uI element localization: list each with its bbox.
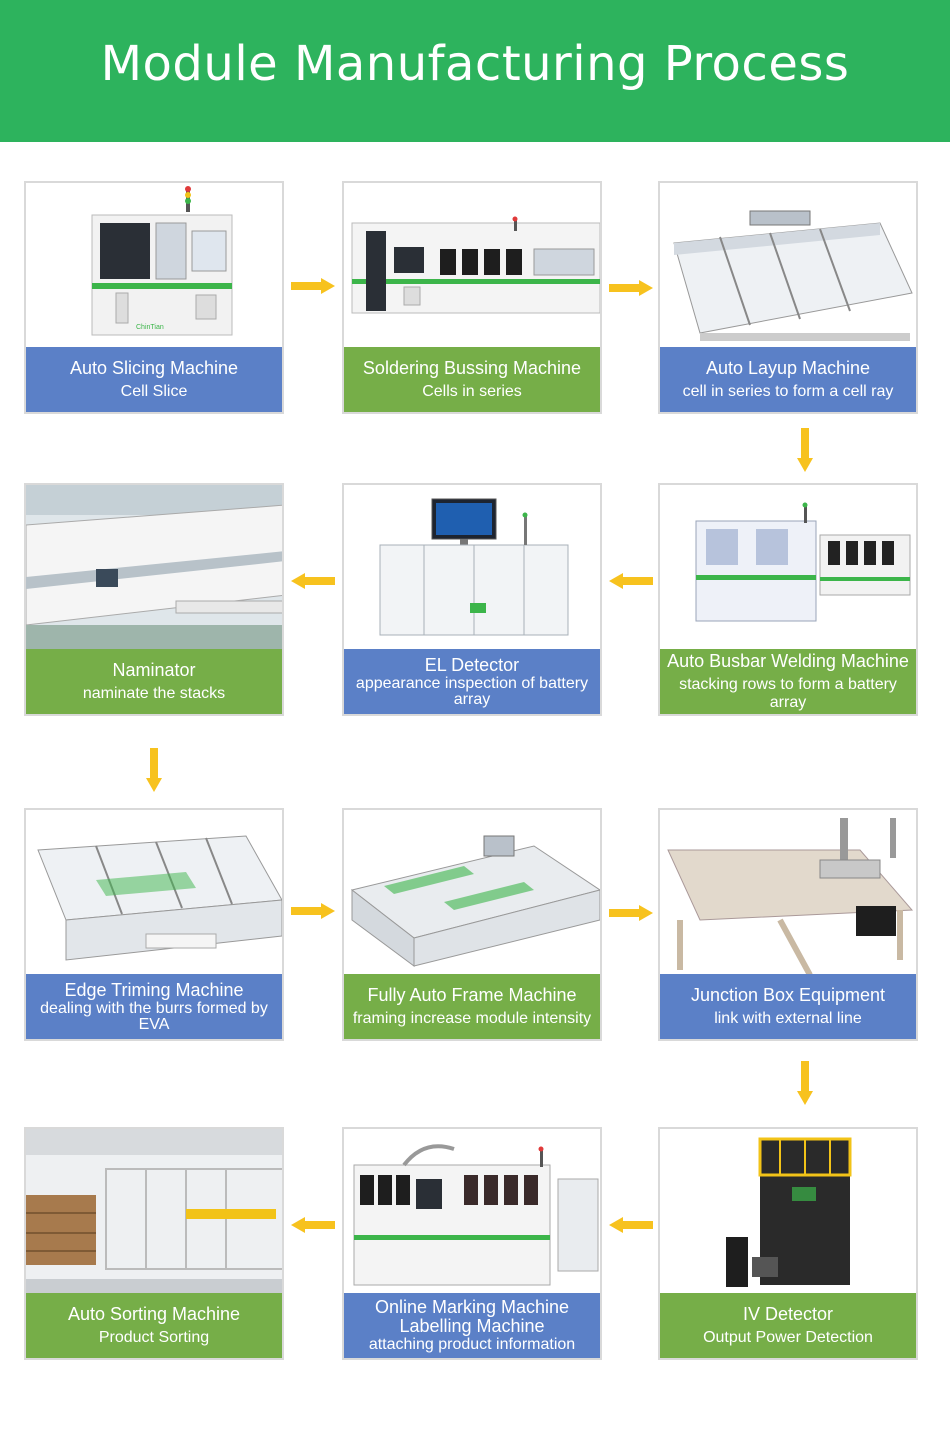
busbar-welding-machine-photo <box>660 485 916 653</box>
step-card-auto-slicing: ChinTian Auto Slicing Machine Cell Slice <box>24 181 284 414</box>
step-card-junction-box: Junction Box Equipment link with externa… <box>658 808 918 1041</box>
arrow-right-icon <box>291 278 335 294</box>
step-card-iv-detector: IV Detector Output Power Detection <box>658 1127 918 1360</box>
step-card-naminator: Naminator naminate the stacks <box>24 483 284 716</box>
step-label: Edge Triming Machine dealing with the bu… <box>26 974 282 1039</box>
step-name: Edge Triming Machine <box>64 979 244 1000</box>
page-title: Module Manufacturing Process <box>100 36 850 92</box>
step-name: Auto Busbar Welding Machine <box>667 651 909 671</box>
step-desc: dealing with the burrs formed by EVA <box>40 999 268 1033</box>
step-name: Auto Sorting Machine <box>67 1304 241 1324</box>
machine-logo: ChinTian <box>136 324 164 331</box>
step-card-edge-triming: Edge Triming Machine dealing with the bu… <box>24 808 284 1041</box>
step-desc: Output Power Detection <box>703 1329 873 1346</box>
step-name: Naminator <box>112 660 196 680</box>
step-desc: cell in series to form a cell ray <box>682 383 894 400</box>
step-card-auto-layup: Auto Layup Machine cell in series to for… <box>658 181 918 414</box>
step-desc: attaching product information <box>368 1336 576 1353</box>
step-label: Online Marking Machine Labelling Machine… <box>344 1293 600 1358</box>
edge-trimming-machine-photo <box>26 810 282 978</box>
slicing-machine-photo: ChinTian <box>26 183 282 351</box>
step-name: IV Detector <box>742 1304 834 1324</box>
laminator-photo <box>26 485 282 653</box>
step-desc: framing increase module intensity <box>352 1010 592 1027</box>
soldering-machine-photo <box>344 183 600 351</box>
arrow-left-icon <box>609 1217 653 1233</box>
step-label: Fully Auto Frame Machine framing increas… <box>344 974 600 1039</box>
junction-box-equipment-photo <box>660 810 916 978</box>
arrow-right-icon <box>609 280 653 296</box>
step-desc: Product Sorting <box>98 1329 210 1346</box>
step-name: Soldering Bussing Machine <box>362 358 582 378</box>
step-label: Auto Layup Machine cell in series to for… <box>660 347 916 412</box>
step-name: Online Marking Machine Labelling Machine <box>374 1297 570 1336</box>
step-name: Auto Slicing Machine <box>69 358 239 378</box>
arrow-right-icon <box>609 905 653 921</box>
frame-machine-photo <box>344 810 600 978</box>
step-desc: Cells in series <box>422 383 522 400</box>
step-label: EL Detector appearance inspection of bat… <box>344 649 600 714</box>
arrow-down-icon <box>797 1061 813 1105</box>
step-card-marking-labelling: Online Marking Machine Labelling Machine… <box>342 1127 602 1360</box>
layup-machine-photo <box>660 183 916 351</box>
step-desc: stacking rows to form a battery array <box>679 676 897 711</box>
step-card-el-detector: EL Detector appearance inspection of bat… <box>342 483 602 716</box>
step-card-soldering-bussing: Soldering Bussing Machine Cells in serie… <box>342 181 602 414</box>
step-label: Auto Busbar Welding Machine stacking row… <box>660 649 916 714</box>
step-card-frame-machine: Fully Auto Frame Machine framing increas… <box>342 808 602 1041</box>
arrow-down-icon <box>797 428 813 472</box>
step-label: Auto Sorting Machine Product Sorting <box>26 1293 282 1358</box>
step-desc: appearance inspection of battery array <box>355 674 589 708</box>
step-label: Naminator naminate the stacks <box>26 649 282 714</box>
step-name: Auto Layup Machine <box>705 358 871 378</box>
step-desc: Cell Slice <box>120 383 188 400</box>
step-name: Junction Box Equipment <box>690 985 886 1005</box>
step-card-auto-sorting: Auto Sorting Machine Product Sorting <box>24 1127 284 1360</box>
arrow-right-icon <box>291 903 335 919</box>
step-name: Fully Auto Frame Machine <box>367 985 577 1005</box>
el-detector-photo <box>344 485 600 653</box>
step-desc: link with external line <box>714 1010 862 1027</box>
arrow-left-icon <box>609 573 653 589</box>
sorting-machine-photo <box>26 1129 282 1297</box>
iv-detector-photo <box>660 1129 916 1297</box>
arrow-down-icon <box>146 748 162 792</box>
step-card-busbar-welding: Auto Busbar Welding Machine stacking row… <box>658 483 918 716</box>
header-banner: Module Manufacturing Process <box>0 0 950 142</box>
step-desc: naminate the stacks <box>82 685 226 702</box>
step-name: EL Detector <box>424 654 520 675</box>
marking-labelling-machine-photo <box>344 1129 600 1297</box>
arrow-left-icon <box>291 573 335 589</box>
arrow-left-icon <box>291 1217 335 1233</box>
step-label: Junction Box Equipment link with externa… <box>660 974 916 1039</box>
step-label: Soldering Bussing Machine Cells in serie… <box>344 347 600 412</box>
step-label: Auto Slicing Machine Cell Slice <box>26 347 282 412</box>
step-label: IV Detector Output Power Detection <box>660 1293 916 1358</box>
